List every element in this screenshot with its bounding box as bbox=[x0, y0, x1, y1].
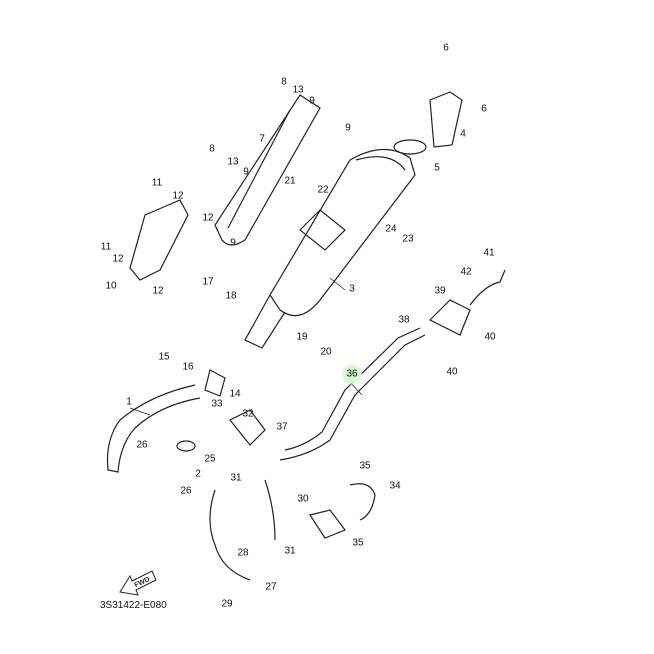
part-label-12[interactable]: 12 bbox=[112, 253, 124, 265]
part-label-25[interactable]: 25 bbox=[204, 453, 216, 465]
part-label-42[interactable]: 42 bbox=[460, 266, 472, 278]
part-label-29[interactable]: 29 bbox=[221, 598, 233, 610]
part-label-16[interactable]: 16 bbox=[182, 361, 194, 373]
muffler-drawing bbox=[244, 148, 416, 349]
part-label-37[interactable]: 37 bbox=[276, 421, 288, 433]
part-label-8[interactable]: 8 bbox=[209, 143, 215, 155]
part-label-14[interactable]: 14 bbox=[229, 388, 241, 400]
part-label-28[interactable]: 28 bbox=[237, 547, 249, 559]
part-label-9[interactable]: 9 bbox=[230, 237, 236, 249]
part-label-12[interactable]: 12 bbox=[152, 285, 164, 297]
part-label-3[interactable]: 3 bbox=[349, 283, 355, 295]
part-label-31[interactable]: 31 bbox=[230, 472, 242, 484]
part-label-20[interactable]: 20 bbox=[320, 346, 332, 358]
part-label-32[interactable]: 32 bbox=[242, 408, 254, 420]
part-label-21[interactable]: 21 bbox=[284, 175, 296, 187]
part-label-24[interactable]: 24 bbox=[385, 223, 397, 235]
part-label-19[interactable]: 19 bbox=[296, 331, 308, 343]
part-label-13[interactable]: 13 bbox=[292, 84, 304, 96]
part-label-12[interactable]: 12 bbox=[172, 190, 184, 202]
part-label-38[interactable]: 38 bbox=[398, 314, 410, 326]
part-label-6[interactable]: 6 bbox=[443, 42, 449, 54]
part-label-18[interactable]: 18 bbox=[225, 290, 237, 302]
part-label-11[interactable]: 11 bbox=[151, 177, 163, 189]
part-label-9[interactable]: 9 bbox=[309, 95, 315, 107]
part-label-34[interactable]: 34 bbox=[389, 480, 401, 492]
part-label-4[interactable]: 4 bbox=[460, 128, 466, 140]
part-label-36[interactable]: 36 bbox=[341, 362, 363, 386]
part-label-39[interactable]: 39 bbox=[434, 285, 446, 297]
part-label-40[interactable]: 40 bbox=[484, 331, 496, 343]
part-label-35[interactable]: 35 bbox=[359, 460, 371, 472]
fwd-arrow-icon: FWD bbox=[118, 568, 158, 603]
part-label-27[interactable]: 27 bbox=[265, 581, 277, 593]
part-label-6[interactable]: 6 bbox=[481, 103, 487, 115]
heat-shield-drawing bbox=[129, 94, 321, 281]
part-label-40[interactable]: 40 bbox=[446, 366, 458, 378]
part-label-1[interactable]: 1 bbox=[126, 396, 132, 408]
part-label-2[interactable]: 2 bbox=[195, 468, 201, 480]
part-label-9[interactable]: 9 bbox=[243, 166, 249, 178]
part-label-35[interactable]: 35 bbox=[352, 537, 364, 549]
part-label-30[interactable]: 30 bbox=[297, 493, 309, 505]
part-label-7[interactable]: 7 bbox=[259, 133, 265, 145]
part-label-10[interactable]: 10 bbox=[105, 280, 117, 292]
part-label-5[interactable]: 5 bbox=[434, 162, 440, 174]
part-label-26[interactable]: 26 bbox=[136, 439, 148, 451]
part-label-9[interactable]: 9 bbox=[345, 122, 351, 134]
part-label-17[interactable]: 17 bbox=[202, 276, 214, 288]
part-label-41[interactable]: 41 bbox=[483, 247, 495, 259]
part-label-23[interactable]: 23 bbox=[402, 233, 414, 245]
part-label-11[interactable]: 11 bbox=[100, 241, 112, 253]
part-label-15[interactable]: 15 bbox=[158, 351, 170, 363]
part-label-31[interactable]: 31 bbox=[284, 545, 296, 557]
part-label-12[interactable]: 12 bbox=[202, 212, 214, 224]
part-label-33[interactable]: 33 bbox=[211, 398, 223, 410]
diagram-code: 3S31422-E080 bbox=[100, 600, 167, 611]
part-label-8[interactable]: 8 bbox=[281, 76, 287, 88]
part-label-13[interactable]: 13 bbox=[227, 156, 239, 168]
part-label-26[interactable]: 26 bbox=[180, 485, 192, 497]
part-label-22[interactable]: 22 bbox=[317, 184, 329, 196]
